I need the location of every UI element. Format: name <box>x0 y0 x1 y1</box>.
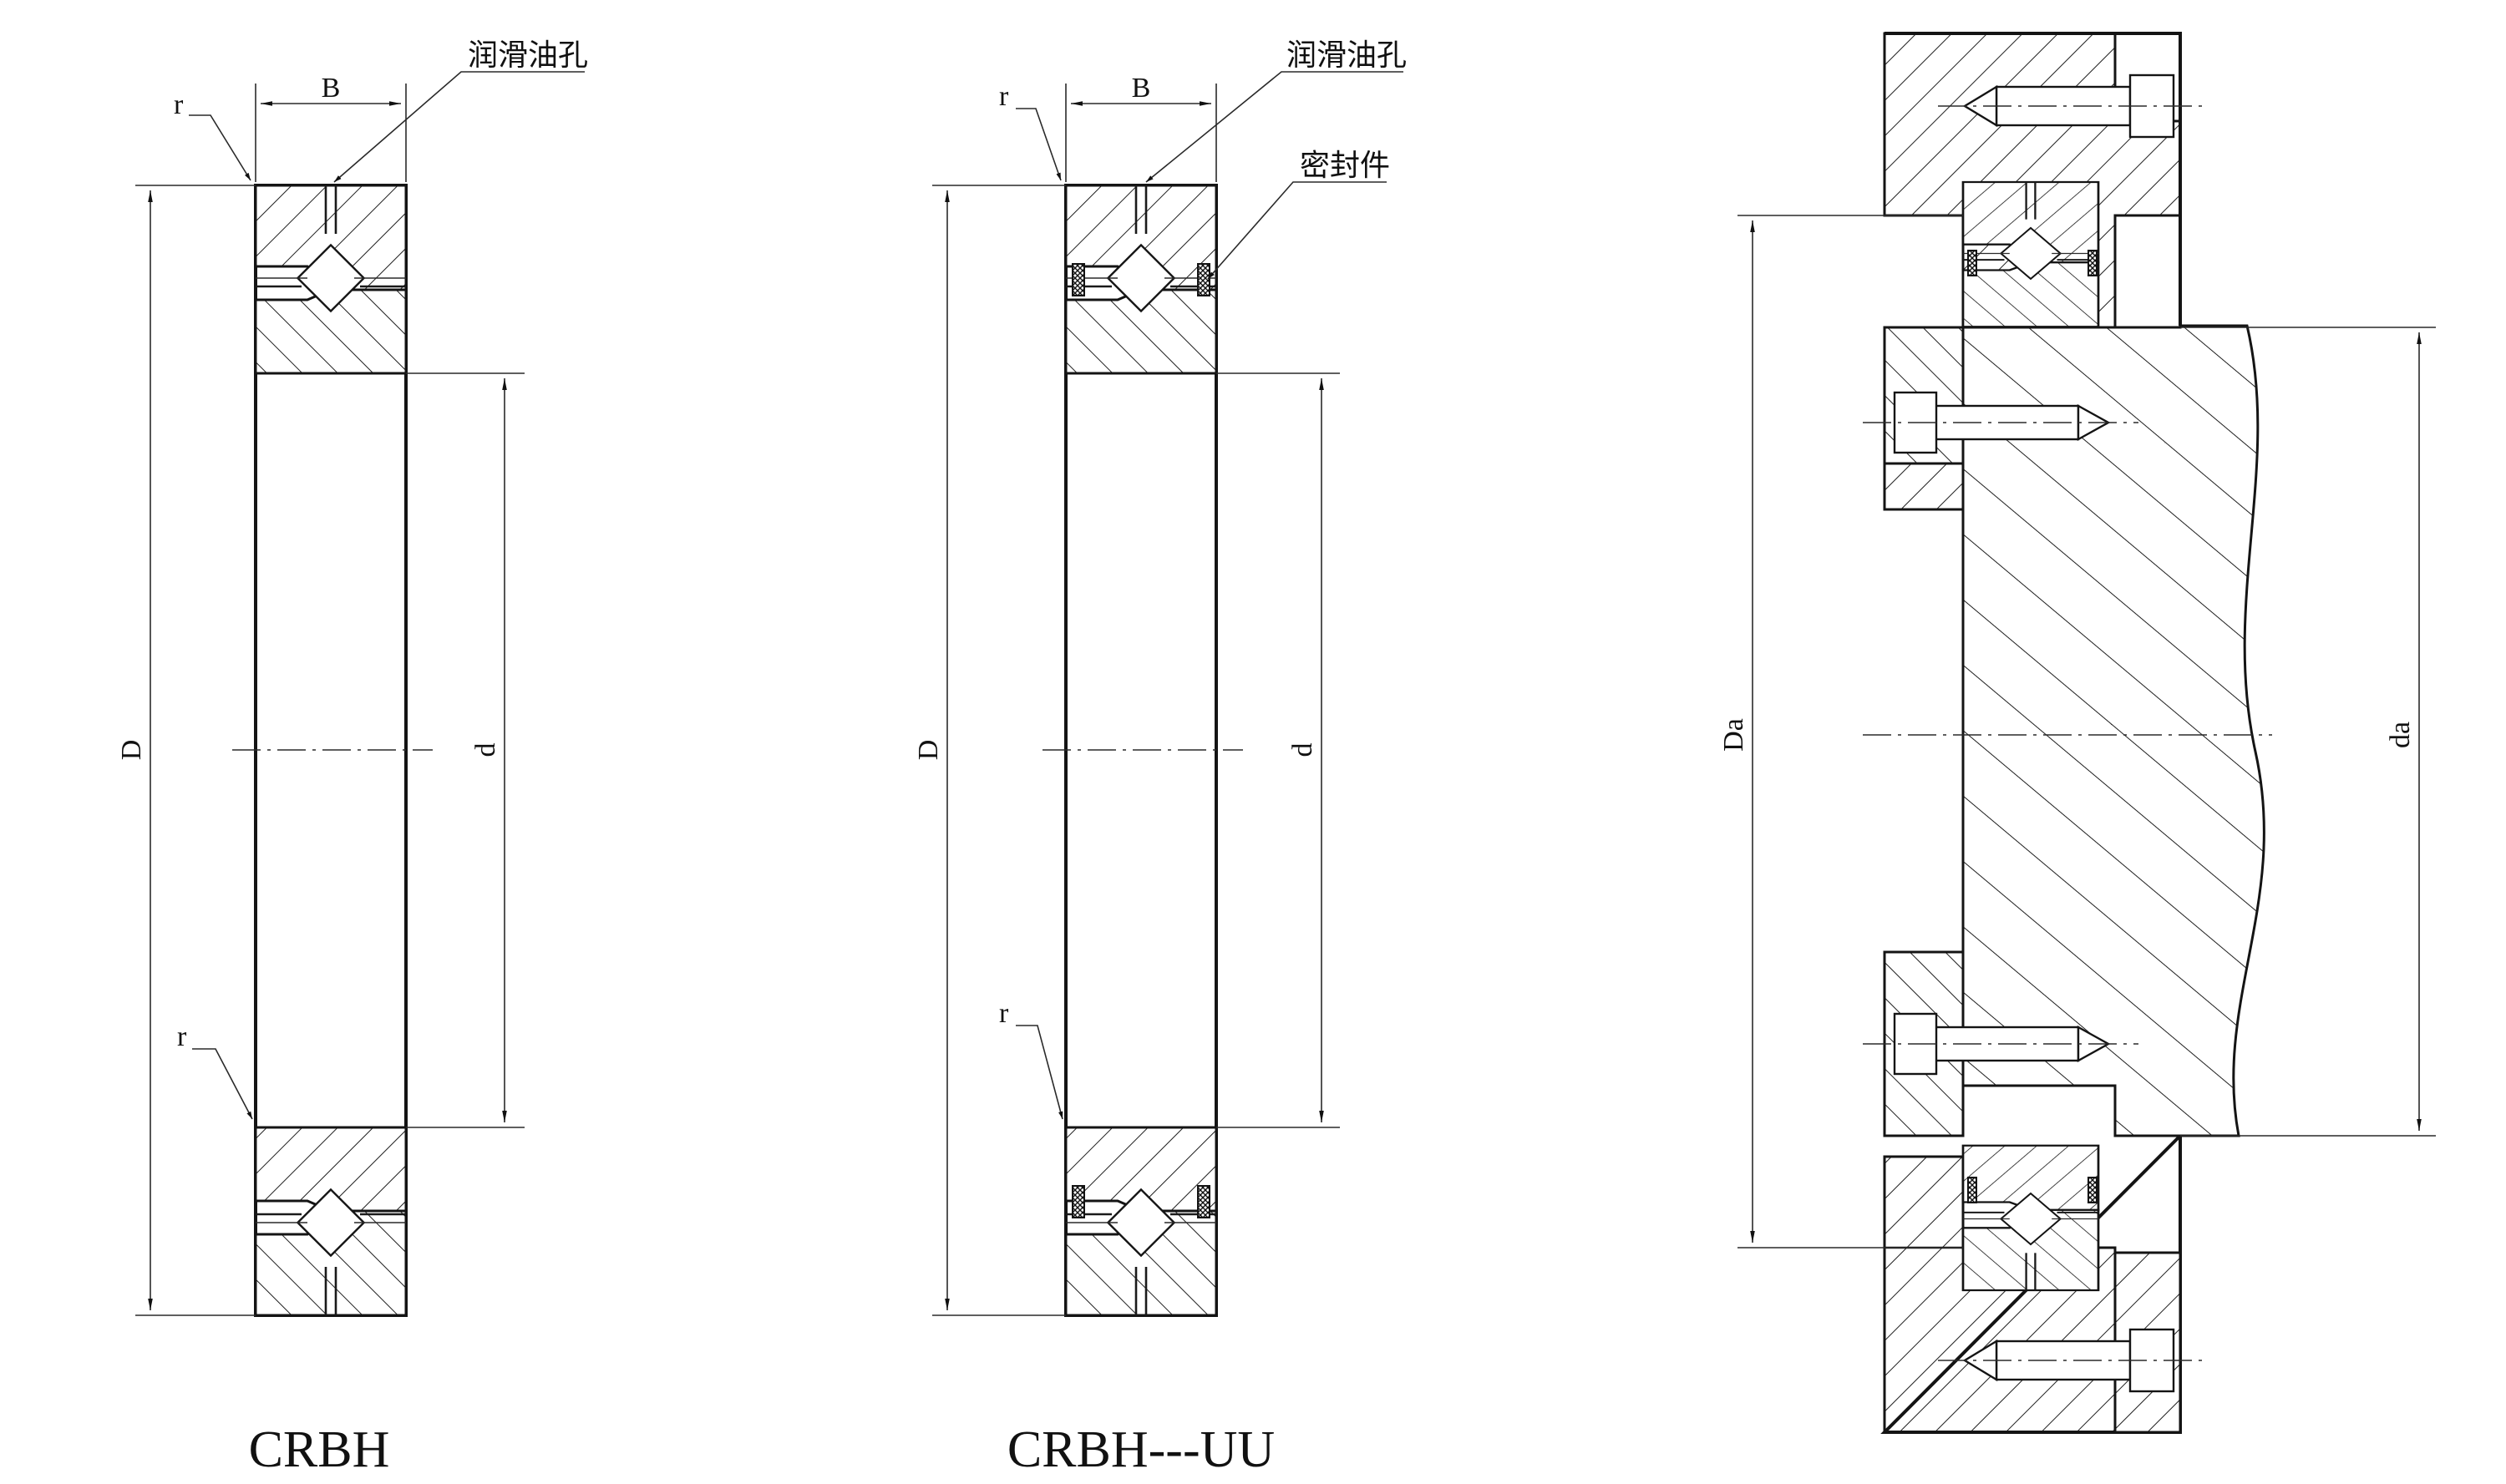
label-d: d <box>1287 743 1318 757</box>
bearing-section-bottom <box>254 1126 408 1317</box>
label-r-bottom: r <box>999 998 1009 1029</box>
label-seal: 密封件 <box>1300 149 1390 183</box>
label-lube-hole: 润滑油孔 <box>1286 38 1407 73</box>
label-B: B <box>1132 73 1151 104</box>
label-r-top: r <box>174 89 184 120</box>
label-B: B <box>322 73 341 104</box>
figure-title-crbh-uu: CRBH---UU <box>1007 1421 1275 1478</box>
label-r-bottom: r <box>177 1021 187 1052</box>
figure-title-crbh: CRBH <box>249 1421 390 1478</box>
bearing-section-top <box>1064 184 1218 375</box>
seal-top-left <box>1072 263 1085 296</box>
label-d: d <box>470 743 501 757</box>
label-da: da <box>2385 722 2416 748</box>
shaft <box>1961 324 2265 1137</box>
bearing-section-top <box>254 184 408 375</box>
bolt-top <box>1938 73 2205 139</box>
figure-crbh-uu: D d B r r 润滑油孔 密封件 CRBH---UU <box>913 38 1407 1478</box>
label-lube-hole: 润滑油孔 <box>468 38 588 73</box>
bearing-section-bottom <box>1064 1126 1218 1317</box>
label-Da: Da <box>1718 718 1749 752</box>
seal-bottom-left <box>1072 1185 1085 1218</box>
bolt-bottom <box>1938 1328 2205 1393</box>
figure-mounting-example: Da da <box>1718 32 2436 1434</box>
seal-top-right <box>1197 263 1210 296</box>
figure-crbh: D d B r r 润滑油孔 CRBH <box>116 38 588 1478</box>
assembly-bearing-bottom <box>1961 1144 2100 1292</box>
bolt-upper-middle <box>1863 391 2138 454</box>
label-D: D <box>116 740 147 761</box>
bolt-lower-middle <box>1863 1012 2138 1076</box>
label-r-top: r <box>999 81 1009 112</box>
label-D: D <box>913 740 944 761</box>
seal-bottom-right <box>1197 1185 1210 1218</box>
